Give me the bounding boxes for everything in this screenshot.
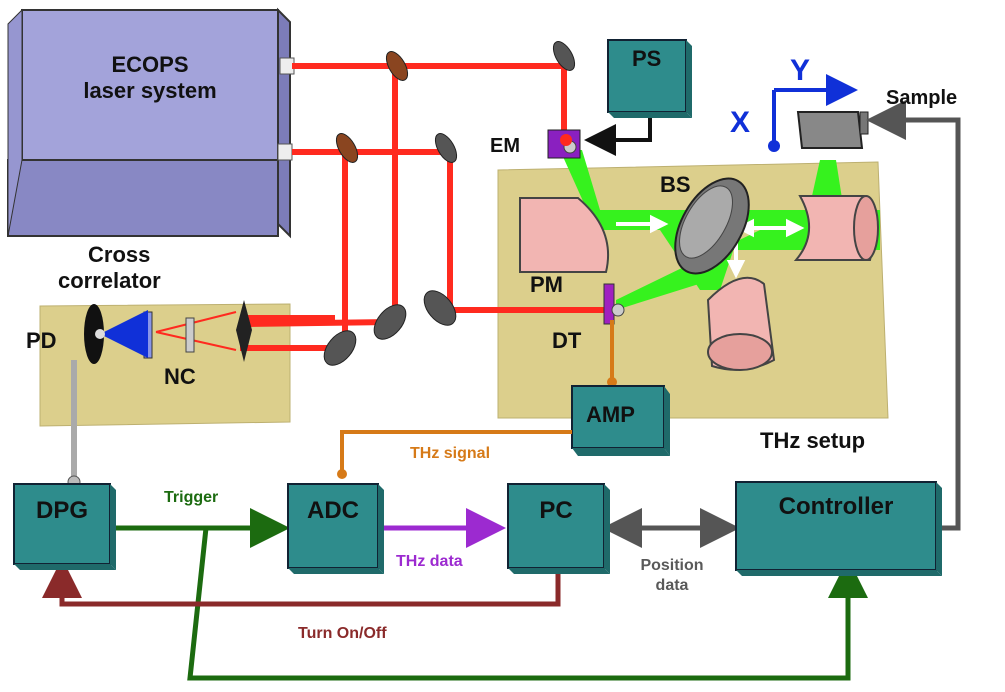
thz-signal-connector (337, 469, 347, 479)
sample-label: Sample (886, 87, 957, 109)
position-data-label-line1: Position (640, 557, 703, 574)
turn-onoff-line (42, 558, 561, 607)
thz-data-label: THz data (396, 553, 463, 570)
thz-signal-line (340, 430, 572, 472)
controller-box (735, 481, 942, 576)
laser-beams (240, 63, 606, 351)
beam-splitter (674, 177, 750, 275)
adc-label: ADC (307, 497, 359, 524)
turn-onoff-label: Turn On/Off (298, 625, 387, 642)
cross-correlator-label-line2: correlator (58, 268, 161, 293)
amp-label: AMP (586, 402, 635, 427)
cross-correlator-optics (84, 300, 252, 364)
bs-label: BS (660, 172, 691, 197)
nc-label: NC (164, 364, 196, 389)
controller-label: Controller (779, 493, 894, 520)
trigger-label: Trigger (164, 489, 218, 506)
mirrors (323, 41, 576, 366)
cross-correlator-label-line1: Cross (88, 242, 150, 267)
y-axis-label: Y (790, 54, 810, 87)
parabolic-mirrors (519, 195, 879, 371)
dpg-box (13, 483, 116, 570)
adc-box (287, 483, 384, 574)
laser-system-box (7, 7, 295, 239)
em-emitter (547, 129, 581, 159)
controller-sample-line (866, 100, 961, 531)
laser-label-line2: laser system (83, 78, 216, 103)
ps-to-em-arrow (584, 118, 652, 156)
pc-box (507, 483, 610, 574)
ps-label: PS (632, 46, 661, 71)
em-label: EM (490, 135, 520, 157)
dt-detector (603, 283, 625, 387)
position-data-label-line2: data (656, 577, 689, 594)
pd-label: PD (26, 328, 57, 353)
dpg-label: DPG (36, 497, 88, 524)
x-axis-label: X (730, 106, 750, 139)
laser-label-line1: ECOPS (111, 52, 188, 77)
pm-label: PM (530, 272, 563, 297)
pc-label: PC (539, 497, 572, 524)
dt-label: DT (552, 328, 582, 353)
thz-setup-label: THz setup (760, 428, 865, 453)
xy-axis-icon (768, 74, 858, 152)
ps-box (607, 39, 692, 118)
thz-signal-label: THz signal (410, 445, 490, 462)
amp-box (571, 385, 670, 456)
sample-stage (796, 111, 869, 149)
